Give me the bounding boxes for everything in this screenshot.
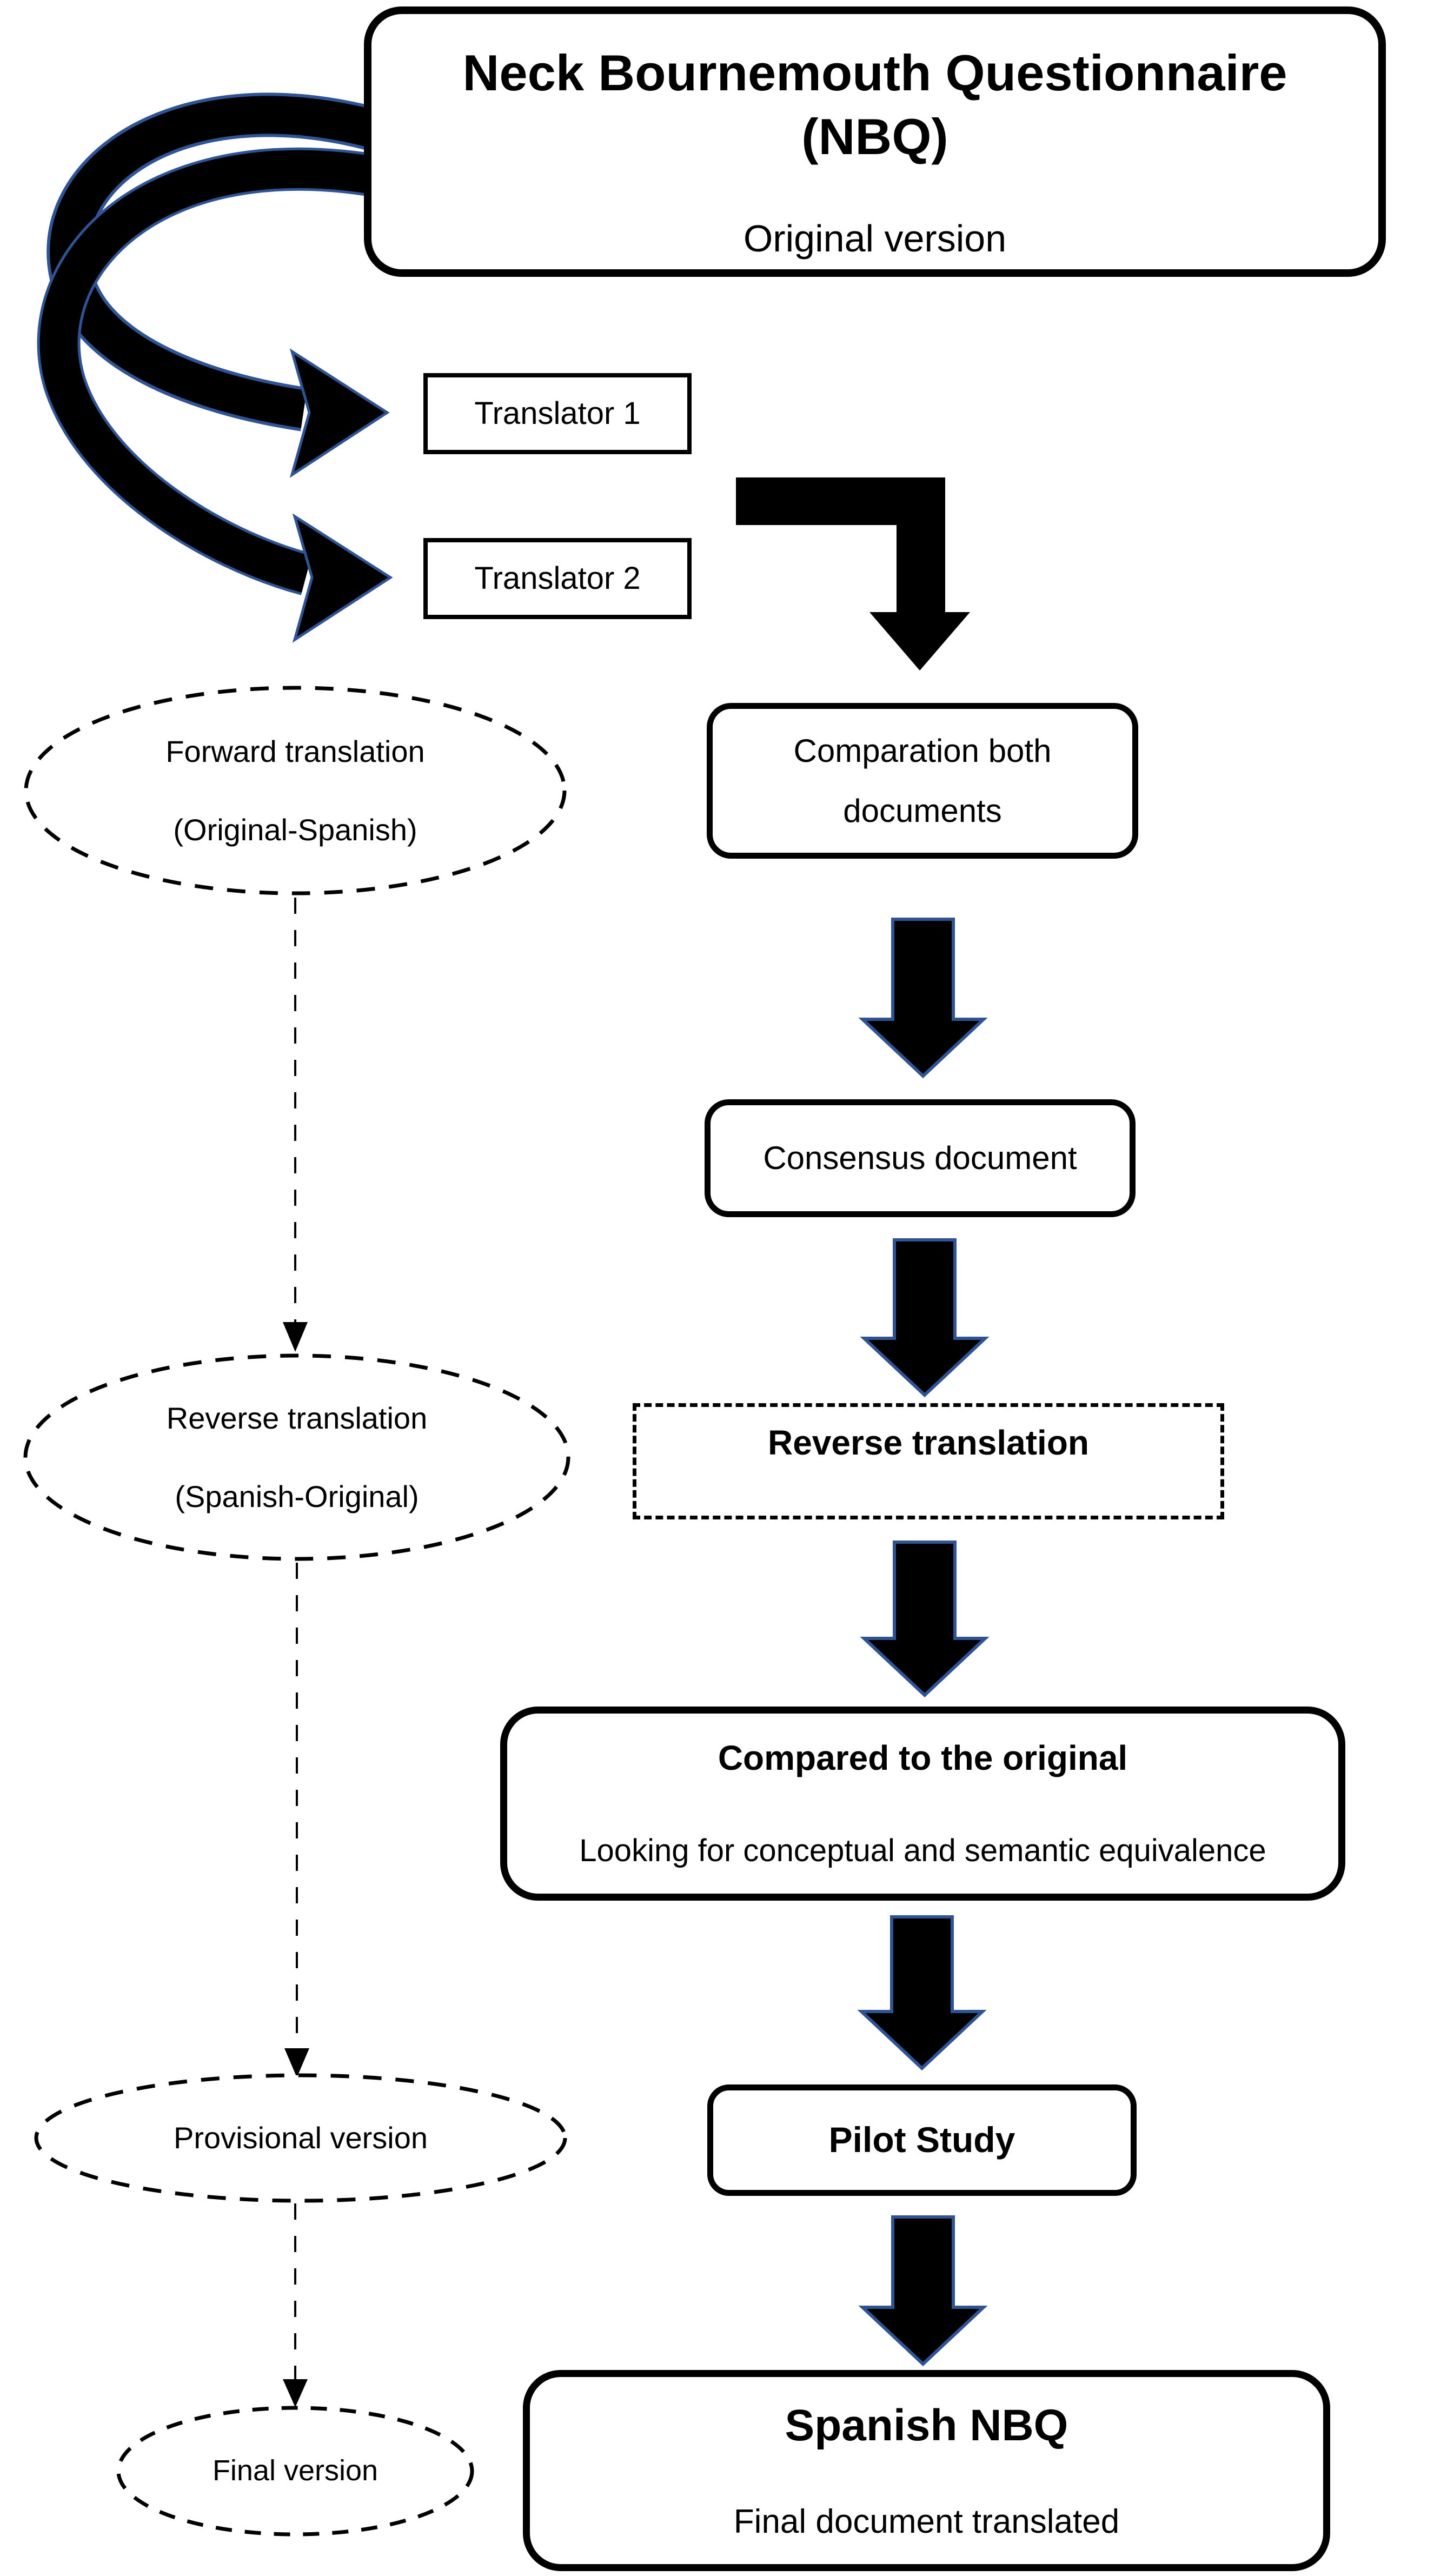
- dashed-arrowhead-3: [283, 2379, 308, 2407]
- dashed-connector-reverse-to-provisional: [284, 1563, 309, 2077]
- curved-arrow-2-head: [292, 513, 393, 643]
- box-translator-2: Translator 2: [423, 538, 692, 619]
- box-nbq-original: Neck Bournemouth Questionnaire (NBQ) Ori…: [364, 6, 1386, 277]
- comparation-line1: Comparation both: [793, 733, 1052, 769]
- dashed-connector-provisional-to-final: [283, 2203, 308, 2407]
- reverse-translation-line1: Reverse translation: [166, 1400, 428, 1435]
- spanish-nbq-title: Spanish NBQ: [785, 2400, 1068, 2450]
- reverse-translation-stage-label: Reverse translation (Spanish-Original): [54, 1356, 540, 1559]
- arrow-consensus-to-reverse: [860, 1238, 990, 1398]
- compared-subtitle: Looking for conceptual and semantic equi…: [579, 1833, 1266, 1869]
- arrow-comparation-to-consensus: [858, 918, 988, 1079]
- forward-translation-line1: Forward translation: [165, 734, 425, 768]
- consensus-label: Consensus document: [763, 1140, 1077, 1176]
- translator-2-label: Translator 2: [474, 561, 641, 596]
- arrow-compared-to-pilot: [857, 1915, 987, 2071]
- provisional-version-stage-label: Provisional version: [57, 2075, 544, 2201]
- comparation-label: Comparation both documents: [794, 721, 1052, 841]
- ellipse-forward-translation: [24, 686, 567, 895]
- pilot-study-label: Pilot Study: [828, 2120, 1015, 2160]
- ellipse-final-version: [116, 2406, 474, 2537]
- provisional-version-text: Provisional version: [174, 2121, 428, 2155]
- compared-title: Compared to the original: [718, 1738, 1128, 1778]
- box-consensus: Consensus document: [705, 1099, 1136, 1217]
- box-reverse-translation-dashed: Reverse translation: [633, 1403, 1224, 1519]
- ellipse-provisional-version: [34, 2073, 567, 2203]
- arrow-pilot-to-spanish: [858, 2215, 988, 2367]
- box-translator-1: Translator 1: [423, 373, 692, 454]
- nbq-subtitle: Original version: [743, 217, 1007, 260]
- forward-translation-line2: (Original-Spanish): [173, 812, 417, 847]
- curved-arrow-2-body: [39, 150, 379, 593]
- box-comparation: Comparation both documents: [707, 703, 1138, 859]
- final-version-text: Final version: [212, 2454, 379, 2487]
- final-version-stage-label: Final version: [133, 2408, 457, 2534]
- dashed-arrowhead-2: [284, 2048, 309, 2077]
- ellipse-reverse-translation: [23, 1353, 570, 1561]
- nbq-title-line2: (NBQ): [801, 108, 948, 165]
- reverse-translation-label: Reverse translation: [767, 1423, 1090, 1462]
- translator-1-label: Translator 1: [474, 396, 641, 431]
- nbq-title: Neck Bournemouth Questionnaire (NBQ): [462, 41, 1287, 168]
- box-spanish-nbq: Spanish NBQ Final document translated: [523, 2370, 1330, 2571]
- nbq-title-line1: Neck Bournemouth Questionnaire: [462, 44, 1287, 101]
- dashed-connector-forward-to-reverse: [283, 898, 308, 1352]
- curved-arrow-to-translator-2: [37, 147, 393, 643]
- arrow-reverse-to-compared: [860, 1541, 990, 1698]
- curved-arrow-1-head: [289, 348, 390, 478]
- reverse-translation-line2: (Spanish-Original): [175, 1479, 419, 1513]
- box-compared-to-original: Compared to the original Looking for con…: [500, 1707, 1345, 1901]
- spanish-nbq-subtitle: Final document translated: [733, 2503, 1120, 2540]
- elbow-arrow-to-comparation: [736, 477, 970, 670]
- box-pilot-study: Pilot Study: [707, 2084, 1137, 2196]
- dashed-arrowhead-1: [283, 1322, 308, 1352]
- forward-translation-stage-label: Forward translation (Original-Spanish): [52, 688, 539, 893]
- comparation-line2: documents: [843, 793, 1002, 829]
